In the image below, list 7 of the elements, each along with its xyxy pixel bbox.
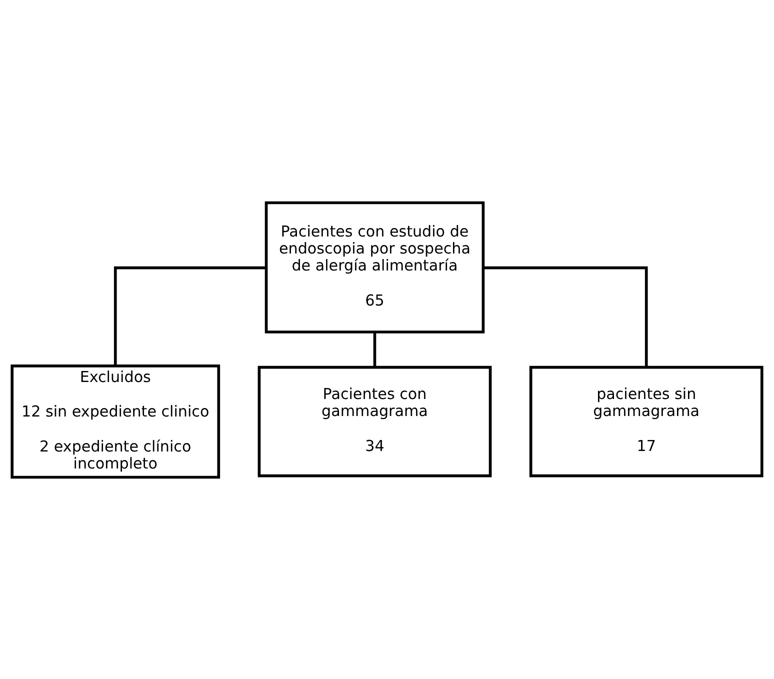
node-box: pacientes sin gammagrama 17 <box>529 365 764 477</box>
connector <box>114 266 266 366</box>
connector <box>483 266 648 366</box>
node-box: Pacientes con gammagrama 34 <box>258 365 492 477</box>
node-box: Pacientes con estudio de endoscopia por sospecha de alergía alimentaría 65 <box>264 200 485 333</box>
connector <box>373 332 376 367</box>
node-box: Excluidos 12 sin expediente clinico 2 expediente clínico incompleto <box>10 364 220 478</box>
